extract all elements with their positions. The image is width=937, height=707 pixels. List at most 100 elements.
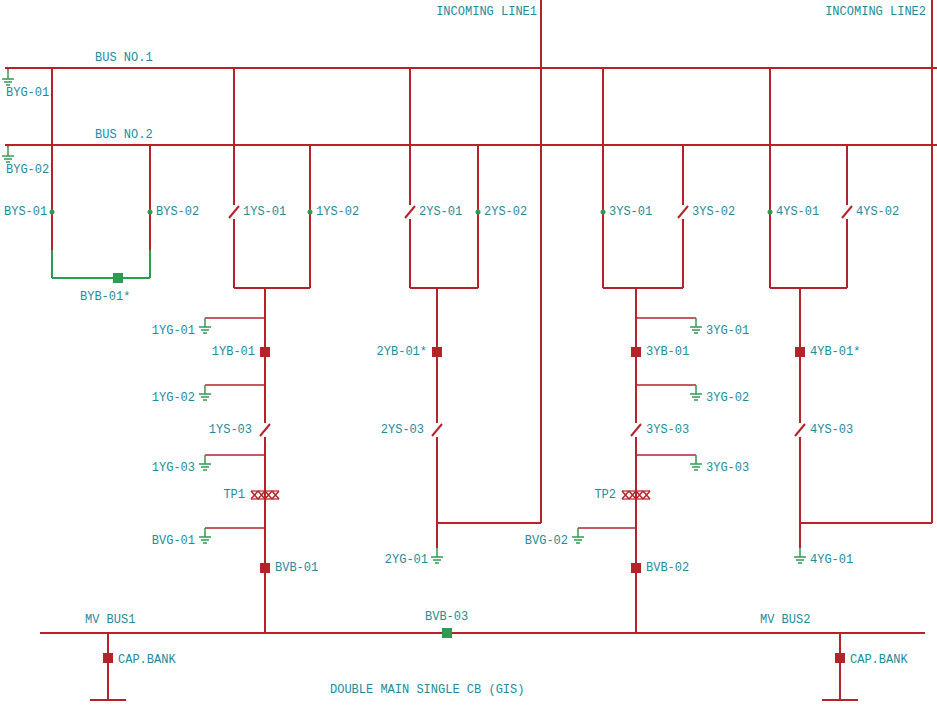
device-label: 2YB-01* — [377, 345, 427, 359]
device-label: BVB-01 — [275, 561, 318, 575]
circuit-breaker — [260, 347, 270, 357]
wire — [309, 145, 311, 288]
device-label: 1YG-03 — [152, 461, 195, 475]
device-label: 2YS-03 — [381, 423, 424, 437]
device-label: CAP.BANK — [118, 653, 176, 667]
wire — [477, 145, 479, 288]
closed-disconnector — [768, 210, 773, 215]
device-label: 3YS-02 — [692, 205, 735, 219]
device-label: 3YS-03 — [646, 423, 689, 437]
circuit-breaker — [442, 628, 452, 638]
device-label: 1YS-01 — [243, 205, 286, 219]
wire — [839, 633, 841, 700]
ground-symbol — [199, 385, 211, 400]
wire — [636, 384, 696, 386]
wire — [800, 522, 932, 524]
device-label: BYG-02 — [6, 163, 49, 177]
wire — [409, 219, 411, 288]
device-label: TP1 — [223, 488, 245, 502]
wire — [205, 384, 265, 386]
wire — [264, 437, 266, 633]
circuit-breaker — [432, 347, 442, 357]
wire — [5, 67, 937, 69]
device-label: MV BUS2 — [760, 613, 810, 627]
device-label: 4YB-01* — [810, 345, 860, 359]
device-label: 1YS-02 — [316, 205, 359, 219]
circuit-breaker — [631, 347, 641, 357]
device-label: BVG-01 — [152, 534, 195, 548]
device-label: 3YG-03 — [706, 461, 749, 475]
wire — [40, 632, 925, 634]
ground-symbol — [199, 455, 211, 470]
circuit-breaker — [260, 563, 270, 573]
closed-disconnector — [308, 210, 313, 215]
device-label: 1YG-02 — [152, 391, 195, 405]
device-label: 3YG-02 — [706, 391, 749, 405]
device-label: 1YG-01 — [152, 324, 195, 338]
wire — [7, 68, 9, 70]
ground-symbol — [794, 548, 806, 563]
device-label: BYS-02 — [156, 205, 199, 219]
open-disconnector — [432, 424, 442, 436]
wire — [149, 145, 151, 250]
circuit-breaker — [113, 273, 123, 283]
wire — [409, 68, 411, 205]
device-label: BUS NO.2 — [95, 128, 153, 142]
open-disconnector — [631, 424, 641, 436]
device-label: 3YG-01 — [706, 324, 749, 338]
device-label: 2YG-01 — [385, 553, 428, 567]
closed-disconnector — [50, 210, 55, 215]
wire — [234, 287, 310, 289]
wire — [5, 144, 937, 146]
device-label: BYG-01 — [6, 86, 49, 100]
wire — [603, 287, 683, 289]
device-label: INCOMING LINE1 — [436, 5, 537, 19]
open-disconnector — [795, 424, 805, 436]
wire — [51, 250, 53, 278]
device-label: BUS NO.1 — [95, 51, 153, 65]
wire — [205, 527, 265, 529]
device-label: 2YS-01 — [419, 205, 462, 219]
wire — [90, 699, 126, 701]
circuit-breaker — [835, 653, 845, 663]
wire — [769, 68, 771, 288]
wire — [437, 522, 541, 524]
wire — [799, 437, 801, 548]
wire — [436, 437, 438, 548]
device-label: 3YB-01 — [646, 345, 689, 359]
ground-symbol — [572, 528, 584, 543]
device-label: 4YS-02 — [856, 205, 899, 219]
device-label: BVB-03 — [425, 610, 468, 624]
device-label: 2YS-02 — [484, 205, 527, 219]
device-label: BYS-01 — [4, 205, 47, 219]
open-disconnector — [405, 206, 415, 218]
device-label: TP2 — [594, 488, 616, 502]
wire — [410, 287, 478, 289]
potential-transformer — [251, 491, 279, 499]
wire — [107, 633, 109, 700]
closed-disconnector — [148, 210, 153, 215]
ground-symbol — [431, 548, 443, 563]
ground-symbol — [690, 455, 702, 470]
wire — [51, 68, 53, 250]
wire — [770, 287, 847, 289]
ground-symbol — [199, 528, 211, 543]
closed-disconnector — [476, 210, 481, 215]
wire — [578, 527, 636, 529]
wire — [682, 219, 684, 288]
device-label: BYB-01* — [80, 290, 130, 304]
wire — [636, 317, 696, 319]
wire — [52, 277, 150, 279]
open-disconnector — [229, 206, 239, 218]
wire — [846, 219, 848, 288]
open-disconnector — [842, 206, 852, 218]
device-label: 4YS-03 — [810, 423, 853, 437]
wire — [636, 454, 696, 456]
wire — [233, 219, 235, 288]
open-disconnector — [678, 206, 688, 218]
wire — [205, 317, 265, 319]
open-disconnector — [260, 424, 270, 436]
ground-symbol — [690, 318, 702, 333]
device-label: BVG-02 — [525, 534, 568, 548]
circuit-breaker — [103, 653, 113, 663]
